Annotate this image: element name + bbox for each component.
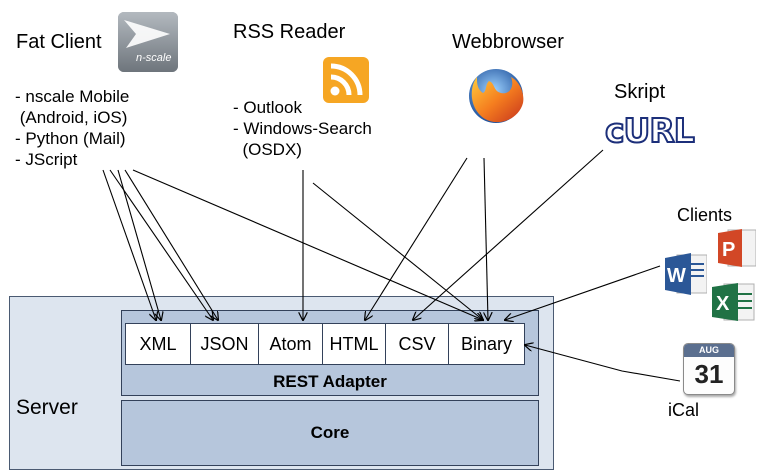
fat-client-item-2: (Android, iOS) <box>15 108 128 127</box>
fat-client-item-4: - JScript <box>15 150 78 169</box>
format-csv: CSV <box>385 323 449 365</box>
arrow-office-to-binary <box>505 265 661 320</box>
curl-logo-text: cURL <box>604 111 696 150</box>
arrow-fat-client-to-json <box>109 169 213 320</box>
arrow-fat-client-to-json-2 <box>124 169 218 320</box>
rss-icon <box>323 57 369 103</box>
calendar-day: 31 <box>694 359 724 389</box>
format-json: JSON <box>190 323 259 365</box>
arrow-curl-to-csv <box>413 149 604 320</box>
word-icon: W <box>665 252 708 296</box>
fat-client-item-3: - Python (Mail) <box>15 129 126 148</box>
arrow-fat-client-to-xml <box>102 169 156 320</box>
core-box <box>121 400 539 466</box>
format-html: HTML <box>322 323 386 365</box>
arrow-webbrowser-to-html <box>365 157 468 320</box>
nscale-logo-icon: n-scale <box>118 12 178 72</box>
arrow-ical-to-binary <box>525 345 681 382</box>
arrow-fat-client-to-binary <box>132 169 483 320</box>
rss-item-1: - Outlook <box>233 98 302 117</box>
format-atom: Atom <box>258 323 323 365</box>
svg-text:X: X <box>716 293 730 315</box>
rss-reader-title: RSS Reader <box>233 21 346 43</box>
calendar-month: AUG <box>684 344 734 357</box>
fat-client-item-1: - nscale Mobile <box>15 87 130 106</box>
skript-title: Skript <box>614 81 666 103</box>
ical-title: iCal <box>668 400 700 420</box>
fat-client-title: Fat Client <box>16 31 102 53</box>
rss-item-2: - Windows-Search <box>233 119 372 138</box>
core-label: Core <box>310 423 350 442</box>
server-label: Server <box>16 396 78 419</box>
arrow-fat-client-to-xml-2 <box>117 169 161 320</box>
arrow-rss-to-binary <box>312 182 483 320</box>
clients-title: Clients <box>677 205 733 225</box>
powerpoint-icon: P <box>718 228 757 268</box>
excel-icon: X <box>712 282 756 322</box>
rss-item-3: (OSDX) <box>233 140 302 159</box>
svg-text:P: P <box>722 239 735 261</box>
arrow-webbrowser-to-binary <box>484 157 488 320</box>
webbrowser-title: Webbrowser <box>452 31 564 53</box>
firefox-icon <box>465 65 527 127</box>
format-binary: Binary <box>448 323 525 365</box>
rest-adapter-label: REST Adapter <box>273 372 387 391</box>
nscale-logo-text: n-scale <box>136 52 172 64</box>
calendar-icon: AUG 31 <box>683 343 735 395</box>
svg-text:W: W <box>667 265 686 287</box>
format-xml: XML <box>125 323 191 365</box>
